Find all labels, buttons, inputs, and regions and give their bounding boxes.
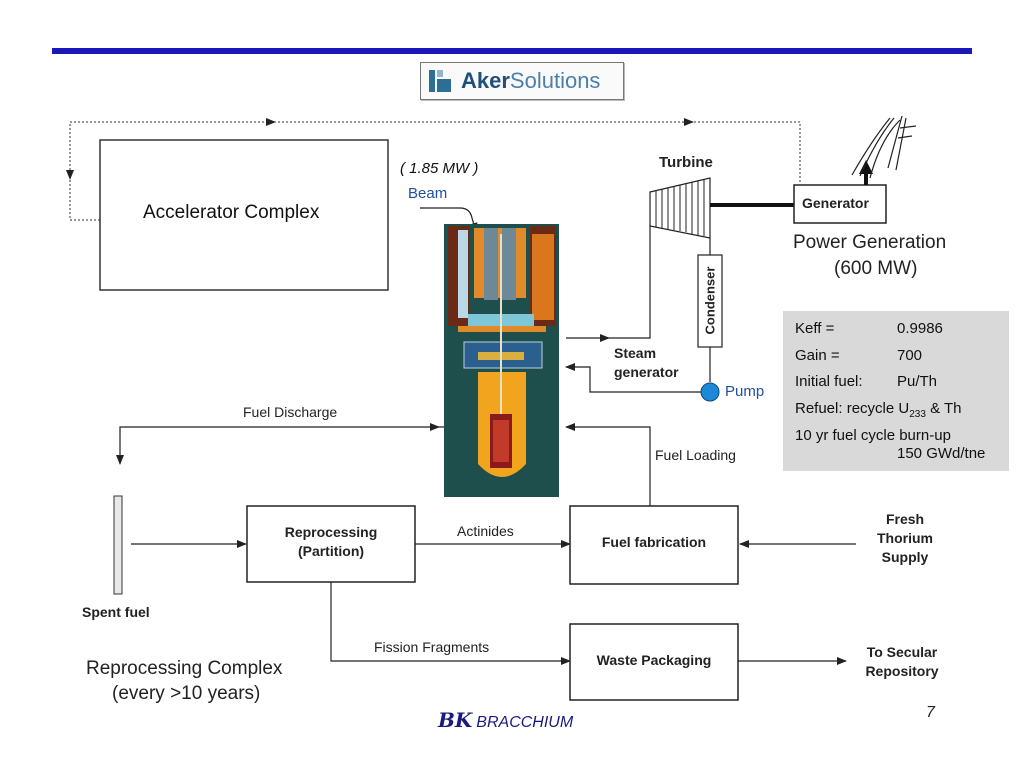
power-feedback-loop	[69, 121, 801, 221]
top-rule	[52, 48, 972, 54]
accelerator-complex-label: Accelerator Complex	[143, 202, 320, 223]
fresh-label: Fresh	[885, 511, 925, 527]
refuel-isotope: 233	[909, 409, 926, 420]
reprocessing-complex-label: Reprocessing Complex	[86, 658, 283, 679]
signature-logo: BK	[438, 708, 473, 732]
waste-packaging-label: Waste Packaging	[596, 652, 712, 668]
pump-icon	[700, 382, 720, 402]
supply-label: Supply	[881, 549, 929, 565]
gain-label: Gain =	[795, 347, 840, 364]
generator-label: Generator	[802, 195, 869, 211]
power-lines-icon	[851, 115, 917, 179]
steam-label: Steam	[614, 345, 657, 361]
fission-fragments-arrow	[330, 582, 571, 665]
reprocessing-frequency-label: (every >10 years)	[112, 683, 261, 704]
logo-word-bold: Aker	[461, 68, 510, 93]
spent-fuel-label: Spent fuel	[82, 604, 150, 620]
reactor-vessel-illustration	[444, 224, 559, 497]
power-generation-label: Power Generation	[793, 232, 947, 253]
burnup-value: 150 GWd/tne	[897, 445, 986, 462]
aker-solutions-logo: AkerSolutions	[420, 62, 624, 100]
reprocessing-label: Reprocessing	[284, 524, 378, 540]
initial-fuel-value: Pu/Th	[897, 373, 938, 390]
thorium-label: Thorium	[877, 530, 933, 546]
parameters-panel: Keff = 0.9986 Gain = 700 Initial fuel: P…	[783, 311, 1009, 471]
gain-value: 700	[897, 347, 923, 364]
steam-line	[566, 226, 651, 339]
refuel-line: Refuel: recycle U233 & Th	[795, 400, 961, 420]
bracchium-label: BRACCHIUM	[476, 714, 574, 731]
reprocessing-box	[246, 505, 416, 583]
condenser-label: Condenser	[702, 266, 718, 335]
logo-word-light: Solutions	[509, 68, 601, 93]
fuel-loading-arrow	[565, 423, 651, 508]
return-flow-arrow	[565, 363, 701, 393]
fuel-fabrication-box	[569, 505, 739, 585]
accelerator-complex-box	[99, 139, 389, 291]
aker-logo-mark-icon	[429, 70, 451, 92]
power-output-label: (600 MW)	[834, 258, 918, 279]
fuel-discharge-arrow	[116, 426, 444, 465]
keff-value: 0.9986	[897, 320, 943, 337]
page-number: 7	[926, 704, 935, 721]
repository-label: Repository	[865, 663, 939, 679]
partition-label: (Partition)	[297, 543, 365, 559]
fuel-loading-label: Fuel Loading	[655, 447, 736, 463]
beam-label: Beam	[408, 185, 448, 202]
beam-power-label: ( 1.85 MW )	[400, 160, 479, 177]
initial-fuel-label: Initial fuel:	[795, 373, 863, 390]
fission-fragments-label: Fission Fragments	[374, 639, 490, 655]
pump-label: Pump	[725, 383, 765, 400]
refuel-suffix: & Th	[925, 400, 962, 417]
generator-steam-label: generator	[614, 364, 679, 380]
spent-fuel-rod	[113, 495, 123, 595]
fuel-discharge-label: Fuel Discharge	[243, 404, 338, 420]
turbine-label: Turbine	[659, 154, 713, 171]
actinides-label: Actinides	[457, 523, 514, 539]
refuel-prefix: Refuel: recycle U	[795, 400, 910, 417]
generator-box	[793, 184, 887, 224]
beam-arrow	[420, 207, 478, 233]
to-secular-label: To Secular	[866, 644, 938, 660]
fuel-fabrication-label: Fuel fabrication	[601, 534, 707, 550]
keff-label: Keff =	[795, 320, 835, 337]
waste-packaging-box	[569, 623, 739, 701]
burnup-label: 10 yr fuel cycle burn-up	[795, 427, 951, 444]
